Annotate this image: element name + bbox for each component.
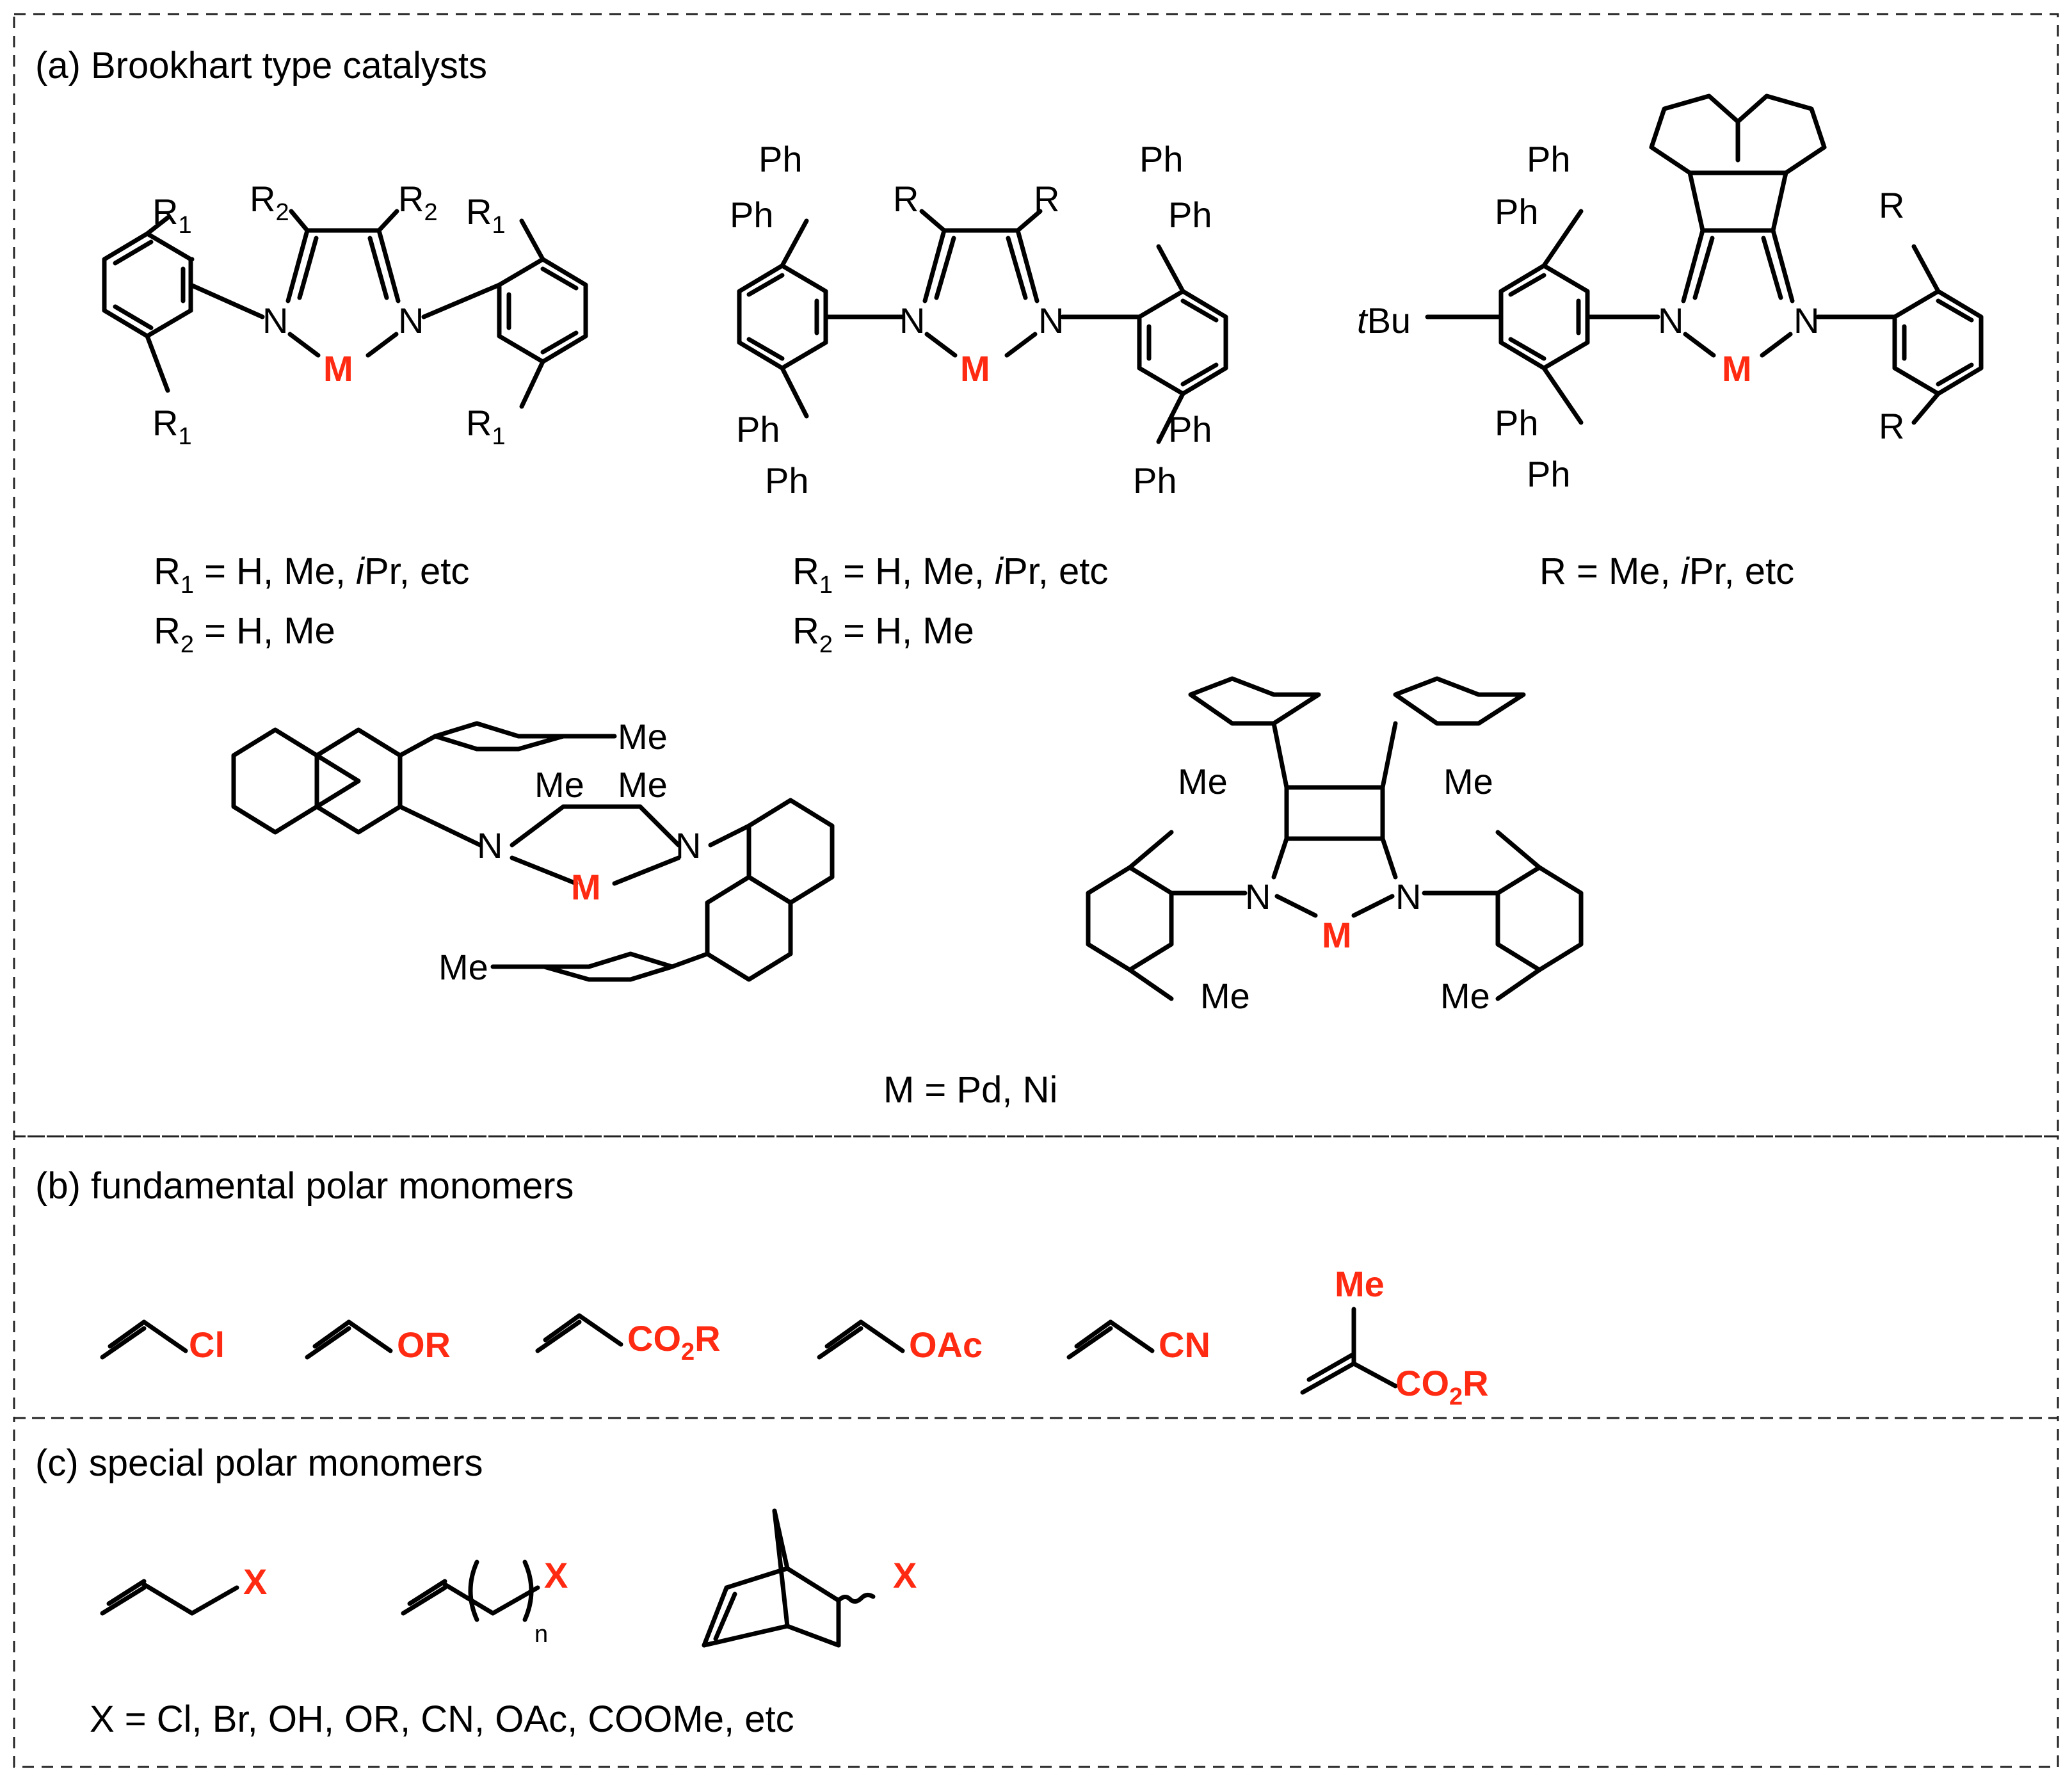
metal-center: M (960, 348, 990, 389)
r1-label-top-left: R1 (152, 191, 192, 239)
monomer-vinyl-acetate: OAc (817, 1319, 983, 1365)
ph-label: Ph (765, 460, 809, 501)
metal-center: M (1722, 348, 1752, 389)
me-label: Me (1440, 976, 1490, 1016)
r2-label-left: R2 (250, 179, 289, 226)
ph-label: Ph (730, 195, 774, 235)
caption-metal: M = Pd, Ni (883, 1069, 1057, 1111)
me-label: Me (1178, 761, 1228, 802)
me-label: Me (618, 764, 668, 805)
metal-center: M (571, 867, 601, 907)
monomer-acrylate: CO2R (535, 1313, 721, 1366)
me-group: Me (1335, 1264, 1385, 1304)
ph-label: Ph (1495, 191, 1539, 232)
ph-label: Ph (1527, 139, 1571, 179)
r1-label-top-right: R1 (466, 191, 506, 239)
x-group: X (243, 1561, 267, 1602)
n-atom-right: N (1395, 876, 1421, 917)
catalyst-2: N N M R R Ph Ph Ph Ph Ph Ph Ph Ph (730, 139, 1228, 501)
ph-label: Ph (1139, 139, 1184, 179)
section-c-frame (13, 1417, 2059, 1768)
ph-label: Ph (1527, 454, 1571, 494)
monomer-acrylonitrile: CN (1066, 1319, 1210, 1365)
r-label-right: R (1034, 179, 1059, 219)
n-atom-left: N (262, 300, 288, 341)
monomer-allyl: X (100, 1561, 267, 1616)
section-a-title: (a) Brookhart type catalysts (35, 45, 487, 86)
ph-label: Ph (1495, 403, 1539, 443)
caption-cat2-line2: R2 = H, Me (792, 610, 974, 658)
cl-group: Cl (189, 1325, 225, 1365)
catalyst-4: N N M Me Me Me Me (231, 716, 835, 987)
monomer-norbornene: X (702, 1508, 917, 1648)
n-atom-right: N (398, 300, 424, 341)
r1-label-bottom-left: R1 (152, 403, 192, 450)
ph-label: Ph (1168, 195, 1212, 235)
monomer-vinyl-chloride: Cl (100, 1319, 225, 1365)
n-atom-left: N (1245, 876, 1271, 917)
catalyst-3: N N M tBu Ph Ph Ph Ph R R (1357, 93, 1984, 494)
section-c-title: (c) special polar monomers (35, 1442, 483, 1484)
caption-cat2-line1: R1 = H, Me, iPr, etc (792, 551, 1108, 599)
caption-cat1-line1: R1 = H, Me, iPr, etc (154, 551, 469, 599)
n-atom-right: N (1038, 300, 1064, 341)
r-label-left: R (893, 179, 919, 219)
me-label: Me (534, 764, 584, 805)
n-atom-left: N (477, 825, 502, 866)
x-group: X (893, 1555, 917, 1595)
caption-cat1-line2: R2 = H, Me (154, 610, 335, 658)
me-label: Me (1443, 761, 1493, 802)
n-atom-right: N (1794, 300, 1819, 341)
co2r-group: CO2R (1395, 1363, 1489, 1410)
r2-label-right: R2 (398, 179, 438, 226)
monomer-vinyl-ether: OR (305, 1319, 451, 1365)
r1-label-bottom-right: R1 (466, 403, 506, 450)
section-b-title: (b) fundamental polar monomers (35, 1165, 574, 1207)
caption-x-definition: X = Cl, Br, OH, OR, CN, OAc, COOMe, etc (90, 1698, 794, 1740)
ph-label: Ph (1168, 409, 1212, 449)
monomer-methacrylate: Me CO2R (1300, 1264, 1489, 1410)
ph-label: Ph (1133, 460, 1177, 501)
n-atom-right: N (675, 825, 701, 866)
cn-group: CN (1159, 1325, 1210, 1365)
caption-cat3: R = Me, iPr, etc (1539, 551, 1794, 592)
ph-label: Ph (759, 139, 803, 179)
me-label: Me (618, 716, 668, 757)
r-label-top: R (1879, 185, 1904, 225)
metal-center: M (323, 348, 353, 389)
me-label: Me (1200, 976, 1250, 1016)
or-group: OR (397, 1325, 451, 1365)
metal-center: M (1322, 915, 1352, 955)
x-group: X (544, 1555, 568, 1595)
r-label-bottom: R (1879, 406, 1904, 446)
co2r-group: CO2R (627, 1318, 721, 1366)
n-atom-left: N (1658, 300, 1683, 341)
ph-label: Ph (736, 409, 780, 449)
oac-group: OAc (909, 1325, 983, 1365)
monomer-alkenyl: X n (401, 1555, 568, 1648)
catalyst-1: N N M R2 R2 R1 R1 R1 R1 (102, 179, 588, 450)
me-label: Me (438, 947, 488, 987)
catalyst-5: N N M Me Me Me Me (1086, 676, 1584, 1016)
n-subscript: n (534, 1621, 548, 1648)
tbu-label: tBu (1357, 300, 1411, 341)
n-atom-left: N (899, 300, 925, 341)
